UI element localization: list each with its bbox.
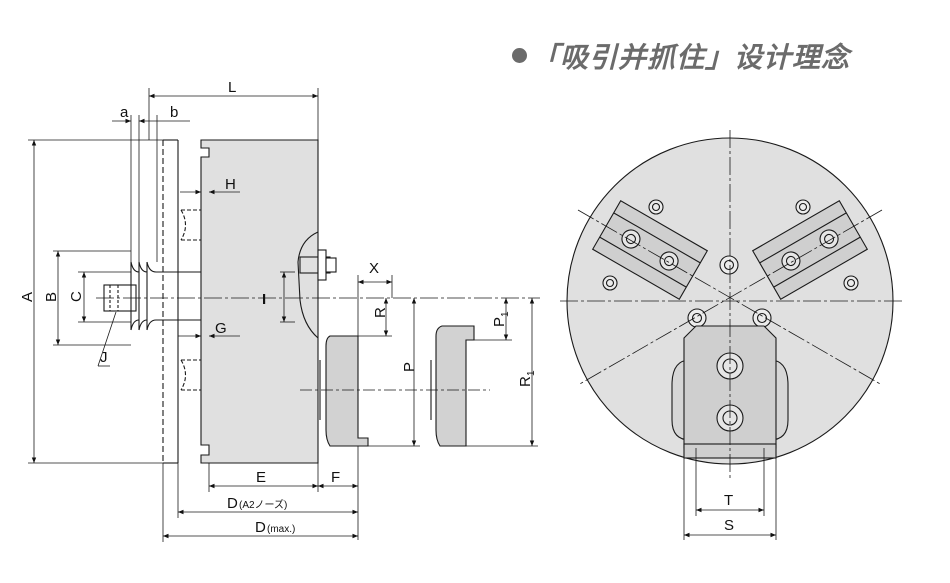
svg-text:P: P [491,317,508,327]
jaw-top [325,335,369,447]
label-P1: P 1 [491,311,511,327]
bullet-dot-icon [512,48,527,63]
heading-text: 「吸引并抓住」设计理念 [531,41,851,74]
label-B: B [43,292,60,302]
label-P: P [401,362,418,372]
label-L: L [228,79,236,96]
jaw-upper-right [751,199,869,301]
label-G: G [215,320,227,337]
design-concept-heading: 「吸引并抓住」设计理念 [512,36,850,76]
dimension-labels-front: T S [724,492,734,534]
front-center-lines [560,130,905,480]
label-D-max: D [255,519,266,536]
face-bolts [602,199,859,328]
label-D-a2-note: (A2ノーズ) [239,498,287,511]
label-X: X [369,260,379,277]
label-I: I [262,291,266,308]
label-E: E [256,469,266,486]
label-S: S [724,517,734,534]
dimension-labels-side: L a b H A B C J G I X R P P 1 R 1 E F D … [19,79,537,536]
label-F: F [331,469,340,486]
jaw-upper-left [591,199,709,301]
label-T: T [724,492,733,509]
label-J: J [100,349,108,366]
label-D-max-note: (max.) [267,524,295,535]
label-H: H [225,176,236,193]
dimensions-side [28,88,538,542]
label-b: b [170,104,178,121]
label-a: a [120,104,129,121]
svg-text:1: 1 [500,311,511,317]
label-R: R [372,307,389,318]
label-D-a2: D [227,495,238,512]
jaw-separate [435,325,475,447]
label-R1: R 1 [517,370,537,387]
label-A: A [19,292,36,302]
svg-text:1: 1 [526,370,537,376]
label-C: C [68,291,85,302]
side-view [103,139,475,464]
svg-text:R: R [517,376,534,387]
dimensions-front [683,448,777,540]
center-lines [96,297,540,391]
